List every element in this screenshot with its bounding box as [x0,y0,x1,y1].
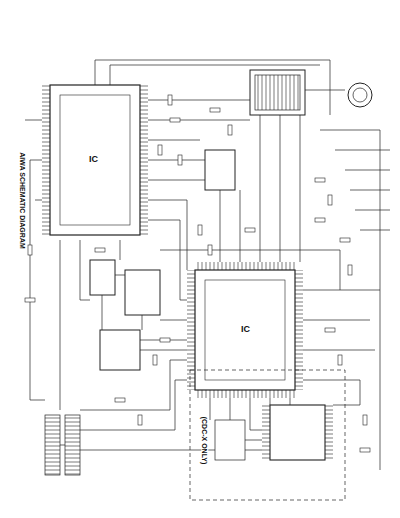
diagram-title: AIWA SCHEMATIC DIAGRAM [19,151,26,249]
resistor-symbol [245,228,255,232]
resistor-symbol [228,125,232,135]
resistor-symbol [158,145,162,155]
ic-outline [195,270,295,390]
resistor-symbol [338,355,342,365]
resistor-symbol [170,118,180,122]
resistor-symbol [138,415,142,425]
resistor-symbol [25,298,35,302]
resistor-symbol [210,108,220,112]
resistor-symbol [178,155,182,165]
resistor-symbol [160,338,170,342]
resistor-symbol [153,355,157,365]
resistor-symbol [115,398,125,402]
resistor-symbol [360,448,370,452]
resistor-symbol [198,225,202,235]
resistor-symbol [208,245,212,255]
component-label: IC [240,325,251,334]
resistor-symbol [315,178,325,182]
component-label: (CDC-X ONLY) [201,415,208,465]
resistor-symbol [325,328,335,332]
resistor-symbol [28,245,32,255]
resistor-symbol [340,238,350,242]
resistor-symbol [328,195,332,205]
resistor-symbol [348,265,352,275]
ic-outline [50,85,140,235]
resistor-symbol [363,415,367,425]
resistor-symbol [95,248,105,252]
component-label: IC [88,155,99,164]
resistor-symbol [315,218,325,222]
resistor-symbol [168,95,172,105]
